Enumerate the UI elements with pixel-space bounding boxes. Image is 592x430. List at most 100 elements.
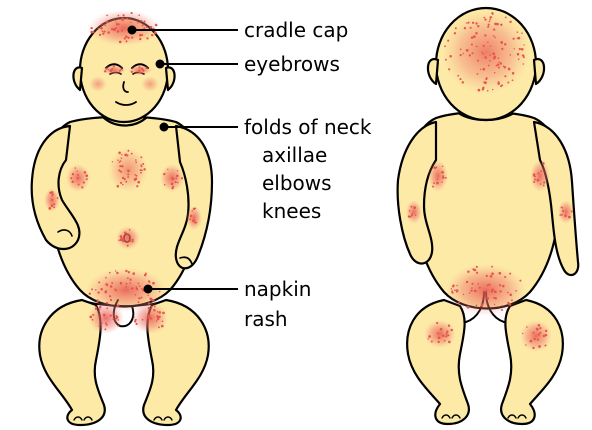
rash-speckle	[194, 220, 196, 222]
rash-speckle	[448, 341, 451, 344]
rash-speckle	[117, 325, 119, 327]
rash-speckle	[509, 304, 511, 306]
label-eyebrows: eyebrows	[244, 52, 340, 76]
rash-speckle	[493, 35, 495, 37]
rash-speckle	[507, 82, 509, 84]
rash-speckle	[466, 281, 468, 283]
rash-speckle	[464, 27, 466, 29]
rash-speckle	[442, 166, 444, 168]
rash-speckle	[508, 68, 511, 71]
rash-speckle	[500, 24, 502, 26]
rash-speckle	[530, 340, 533, 343]
rash-speckle	[510, 54, 512, 56]
rash-speckle	[51, 199, 53, 201]
rash-speckle	[101, 23, 103, 25]
rash-speckle	[483, 17, 485, 19]
rash-speckle	[492, 89, 493, 90]
rash-speckle	[144, 274, 147, 277]
rash-speckle	[121, 29, 123, 31]
rash-speckle	[460, 54, 462, 56]
rash-speckle	[75, 167, 77, 169]
rash-speckle	[104, 24, 106, 26]
rash-speckle	[476, 266, 478, 268]
rash-speckle	[489, 54, 491, 56]
rash-speckle	[476, 305, 478, 307]
rash-speckle	[128, 271, 130, 273]
rash-speckle	[121, 154, 122, 155]
rash-speckle	[89, 292, 91, 294]
rash-speckle	[126, 154, 128, 156]
rash-speckle	[134, 320, 136, 322]
rash-speckle	[105, 329, 107, 331]
rash-speckle	[95, 289, 97, 291]
rash-speckle	[92, 319, 94, 321]
rash-speckle	[489, 19, 491, 21]
rash-speckle	[122, 184, 123, 185]
rash-speckle	[105, 290, 106, 291]
rash-speckle	[517, 53, 520, 56]
rash-speckle	[141, 20, 143, 22]
rash-speckle	[444, 45, 446, 47]
rash-speckle	[146, 67, 148, 69]
rash-speckle	[484, 56, 487, 59]
rash-speckle	[446, 331, 448, 333]
rash-speckle	[536, 328, 539, 331]
rash-speckle	[110, 285, 113, 288]
rash-speckle	[436, 322, 438, 324]
rash-speckle	[505, 17, 507, 19]
rash-speckle	[110, 299, 112, 301]
rash-speckle	[538, 324, 541, 327]
rash-speckle	[127, 277, 129, 279]
rash-speckle	[476, 46, 478, 48]
rash-speckle	[98, 28, 100, 30]
label-cradle-cap: cradle cap	[244, 18, 348, 42]
rash-speckle	[141, 170, 143, 172]
rash-speckle	[140, 172, 142, 174]
rash-speckle	[471, 43, 473, 45]
rash-speckle	[477, 60, 479, 62]
rash-speckle	[500, 62, 502, 64]
rash-speckle	[144, 21, 146, 23]
rash-speckle	[491, 16, 493, 18]
rash-speckle	[489, 21, 491, 23]
rash-speckle	[433, 182, 435, 184]
rash-speckle	[494, 72, 495, 73]
rash-speckle	[452, 292, 454, 294]
rash-speckle	[121, 157, 123, 159]
rash-speckle	[150, 317, 152, 319]
rash-speckle	[155, 24, 158, 27]
rash-speckle	[109, 272, 111, 274]
rash-speckle	[442, 335, 445, 338]
rash-speckle	[568, 216, 571, 219]
rash-speckle	[101, 322, 103, 324]
rash-speckle	[150, 26, 153, 29]
rash-speckle	[504, 66, 506, 68]
rash-speckle	[477, 25, 479, 27]
rash-speckle	[533, 181, 535, 183]
rash-speckle	[127, 245, 129, 247]
rash-speckle	[534, 179, 536, 181]
rash-speckle	[106, 21, 108, 23]
rash-speckle	[439, 337, 441, 339]
rash-speckle	[487, 41, 488, 42]
rash-speckle	[152, 35, 154, 37]
rash-speckle	[177, 170, 178, 171]
rash-speckle	[486, 77, 488, 79]
rash-speckle	[146, 26, 148, 28]
rash-speckle	[154, 306, 156, 308]
rash-speckle	[163, 173, 165, 175]
back-left-ear	[428, 59, 438, 84]
rash-speckle	[119, 165, 121, 167]
front-left-ear	[73, 67, 82, 90]
label-napkin: napkin	[244, 277, 311, 301]
rash-speckle	[167, 169, 168, 170]
rash-speckle	[127, 170, 130, 173]
rash-speckle	[106, 307, 108, 309]
rash-speckle	[127, 176, 129, 178]
rash-speckle	[118, 304, 120, 306]
rash-speckle	[153, 309, 156, 312]
rash-speckle	[115, 20, 117, 22]
rash-speckle	[139, 38, 141, 40]
rash-speckle	[112, 161, 113, 162]
rash-speckle	[154, 31, 157, 34]
